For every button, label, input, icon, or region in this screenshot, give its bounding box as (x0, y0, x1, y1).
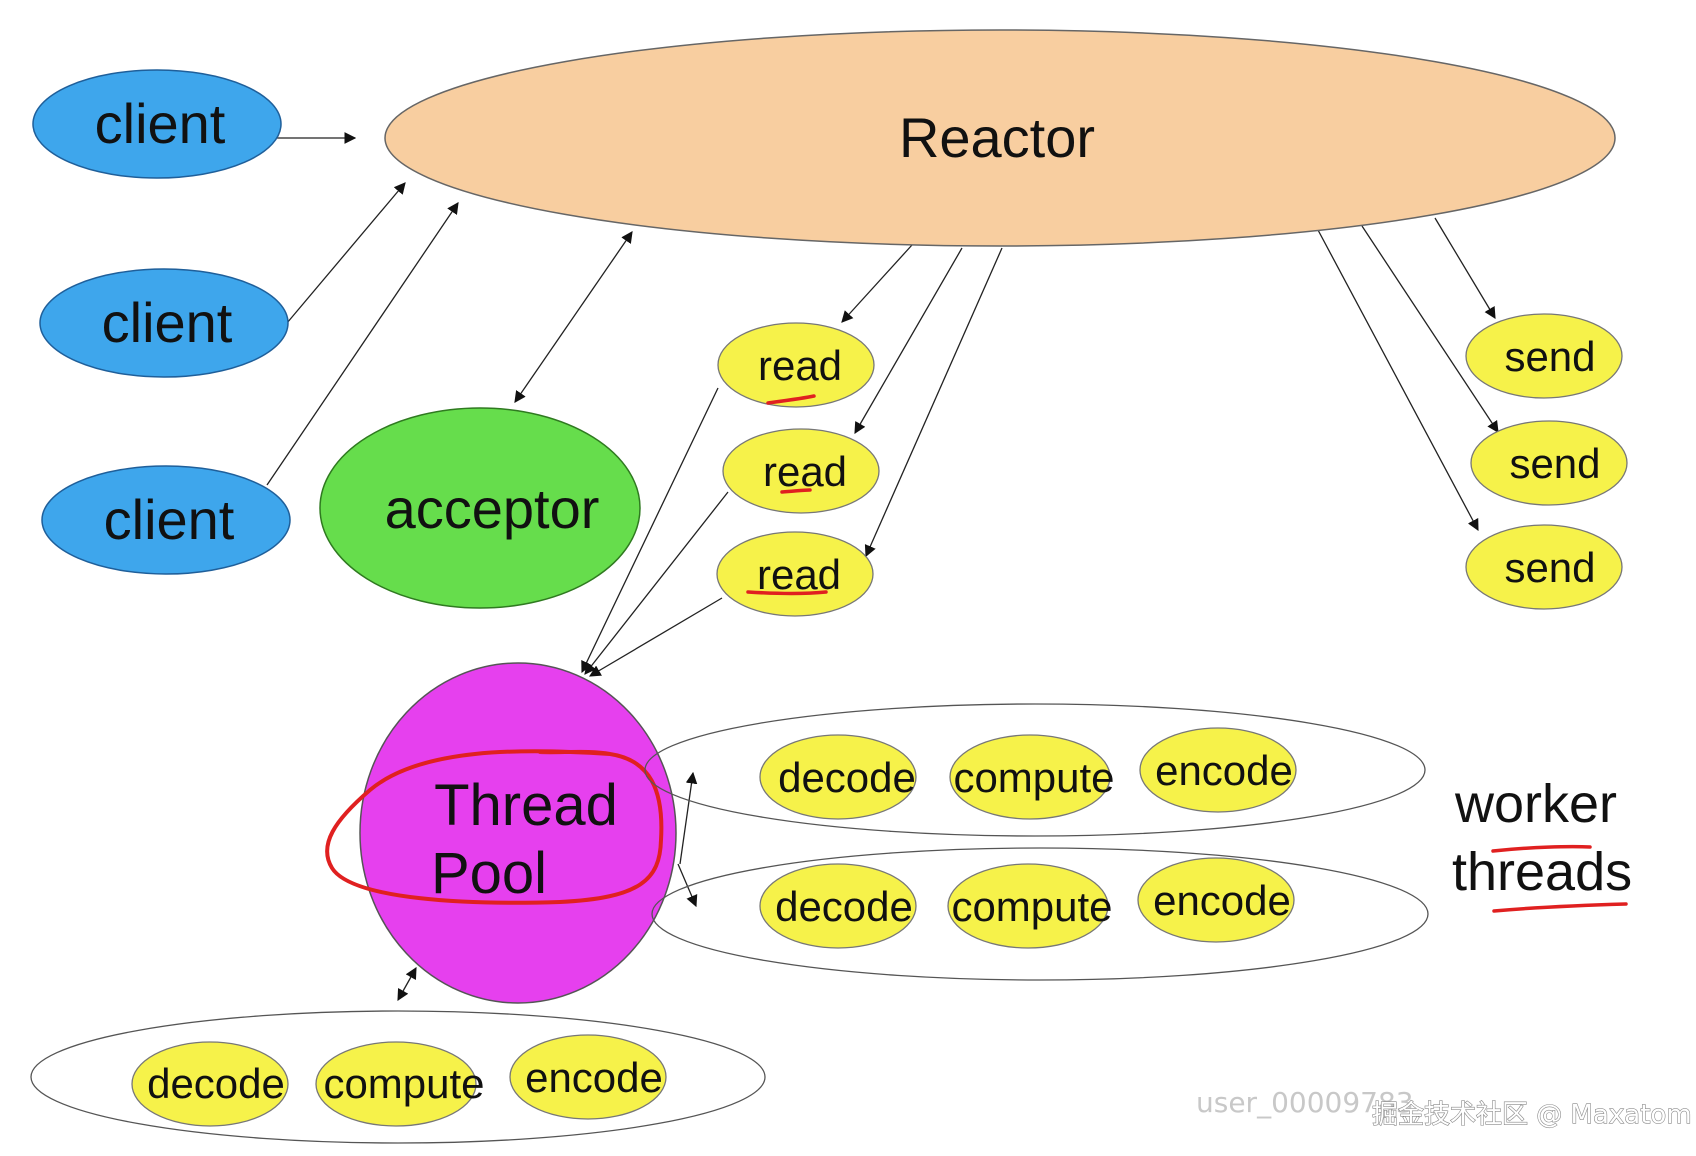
client-node-1: client (32, 69, 282, 179)
worker-group-1: decode compute encode (644, 703, 1426, 837)
arrow-reactor-read3 (864, 247, 1003, 558)
encode-label: encode (1153, 877, 1291, 924)
worker-group-3: decode compute encode (30, 1010, 766, 1144)
underline-threads-bottom (1492, 902, 1628, 913)
red-annotations (746, 394, 1628, 913)
arrow-read2-pool (584, 491, 729, 675)
acceptor-label: acceptor (385, 477, 600, 540)
read-node-3: read (716, 531, 874, 617)
worker-threads-line2: threads (1452, 842, 1632, 902)
underline-read-2 (780, 488, 812, 494)
underline-read-3 (746, 590, 828, 596)
decode-label: decode (778, 754, 916, 801)
compute-label: compute (953, 754, 1114, 801)
send-label: send (1504, 333, 1595, 380)
arrow-reactor-read1 (841, 244, 913, 323)
read-label: read (757, 551, 841, 598)
client-label: client (102, 291, 233, 354)
thread-pool-annotation-circle (325, 749, 664, 905)
arrow-reactor-send2 (1361, 225, 1499, 433)
arrow-reactor-send3 (1317, 229, 1479, 532)
read-node-2: read (722, 428, 880, 514)
arrow-pool-group1 (679, 771, 698, 865)
encode-label: encode (525, 1054, 663, 1101)
thread-pool-ellipse (359, 662, 677, 1004)
read-label: read (758, 342, 842, 389)
arrow-client3-reactor (266, 202, 459, 486)
arrow-pool-group2 (677, 863, 698, 908)
reactor-ellipse (384, 29, 1616, 247)
connectors (265, 132, 1499, 1002)
worker-threads-line1: worker (1454, 774, 1617, 834)
thread-pool-label-line1: Thread (434, 773, 618, 838)
client-node-2: client (39, 268, 289, 378)
arrow-reactor-send1 (1434, 217, 1496, 320)
worker-group-2: decode compute encode (651, 847, 1429, 981)
arrow-client2-reactor (286, 182, 406, 324)
send-label: send (1504, 544, 1595, 591)
underline-threads-top (1491, 844, 1592, 853)
client-node-3: client (41, 465, 291, 575)
watermark-site: 掘金技术社区 @ Maxatom (1372, 1100, 1692, 1130)
read-label: read (763, 448, 847, 495)
arrow-read1-pool (581, 387, 719, 674)
watermark-user: user_00009783 (1196, 1086, 1414, 1119)
send-label: send (1509, 440, 1600, 487)
decode-label: decode (147, 1060, 285, 1107)
decode-label: decode (775, 883, 913, 930)
client-label: client (104, 488, 235, 551)
arrow-reactor-read2 (854, 247, 963, 435)
send-node-3: send (1465, 524, 1623, 610)
underline-read-1 (766, 394, 816, 405)
arrow-pool-group3 (397, 966, 417, 1002)
acceptor-ellipse (319, 407, 641, 609)
compute-label: compute (323, 1060, 484, 1107)
encode-label: encode (1155, 747, 1293, 794)
compute-label: compute (951, 883, 1112, 930)
read-node-1: read (717, 322, 875, 408)
reactor-label: Reactor (899, 106, 1095, 169)
client-label: client (95, 92, 226, 155)
thread-pool-label-line2: Pool (431, 841, 547, 906)
arrow-acceptor-reactor (514, 231, 633, 403)
send-node-2: send (1470, 420, 1628, 506)
arrow-read3-pool (588, 597, 723, 677)
send-node-1: send (1465, 313, 1623, 399)
